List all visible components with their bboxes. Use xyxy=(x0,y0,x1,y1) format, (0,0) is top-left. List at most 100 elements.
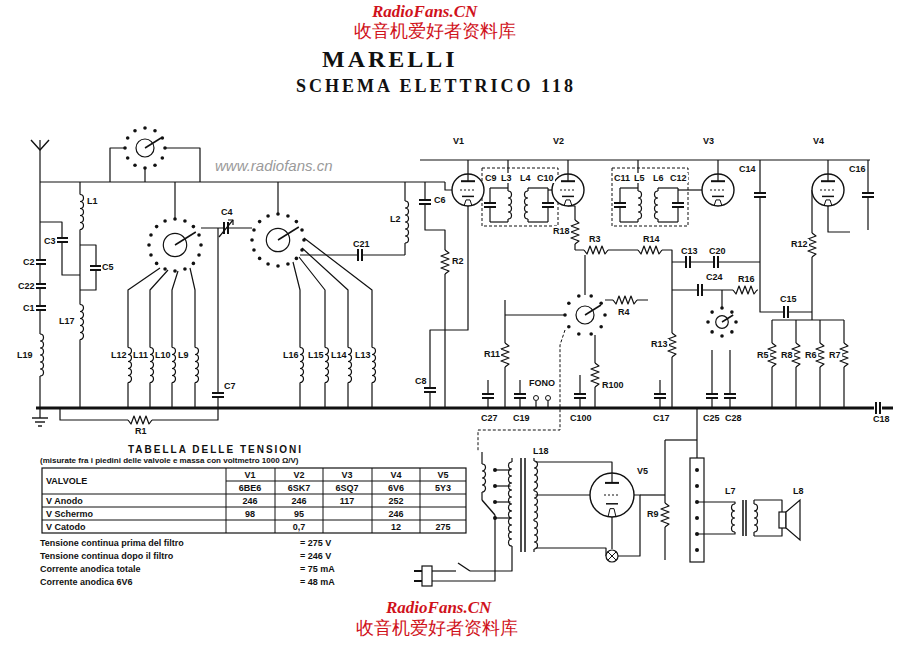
resistor-symbol xyxy=(638,246,662,254)
tube-envelope xyxy=(552,174,584,206)
switch-contact xyxy=(286,214,290,218)
switch-contact xyxy=(123,146,127,150)
watermark: www.radiofans.cn xyxy=(215,158,333,175)
table-cell: 6SQ7 xyxy=(335,483,358,493)
tube-cathode xyxy=(822,196,834,198)
table-cell: V1 xyxy=(244,470,255,480)
wire-gap xyxy=(754,194,766,197)
transformer-core xyxy=(524,458,526,552)
capacitor-symbol xyxy=(862,196,874,198)
capacitor-symbol xyxy=(689,256,691,268)
switch-contact xyxy=(161,136,165,140)
wire-gap xyxy=(359,249,362,261)
tube-anode-lead xyxy=(567,174,568,181)
table-cell: 117 xyxy=(340,496,355,506)
wire-gap xyxy=(34,307,46,310)
part-label: C2 xyxy=(22,257,36,267)
part-label: C7 xyxy=(223,381,237,391)
part-label: R6 xyxy=(804,350,818,360)
wire xyxy=(128,268,160,408)
part-label: C12 xyxy=(669,173,688,183)
table-cell: 6BE6 xyxy=(239,483,262,493)
coil-symbol xyxy=(325,348,329,383)
table-cell: V Catodo xyxy=(46,522,86,532)
part-label: C16 xyxy=(848,164,867,174)
switch-contact xyxy=(300,228,304,232)
part-label: R9 xyxy=(646,509,660,519)
wire-gap xyxy=(877,402,880,414)
capacitor-symbol xyxy=(574,393,586,395)
switch-wiper xyxy=(175,232,196,245)
tube-envelope xyxy=(452,174,484,206)
tube-anode-lead xyxy=(611,473,612,483)
wire xyxy=(711,350,712,408)
table-cell: 12 xyxy=(391,522,401,532)
part-label: L19 xyxy=(16,350,34,360)
plug-prong xyxy=(414,570,422,572)
part-label: L2 xyxy=(389,214,402,224)
part-label: C20 xyxy=(708,246,727,256)
wire xyxy=(665,439,697,440)
switch-contact xyxy=(153,164,157,168)
wire xyxy=(470,552,512,571)
wire-gap xyxy=(614,204,626,207)
switch-contact xyxy=(706,320,710,324)
part-label: L10 xyxy=(154,350,172,360)
wire-gap xyxy=(785,306,788,318)
diagram-title: SCHEMA ELETTRICO 118 xyxy=(296,76,576,97)
junction-dot xyxy=(695,500,699,504)
part-label: V2 xyxy=(552,136,565,146)
wire xyxy=(717,160,718,174)
part-label: C100 xyxy=(569,413,593,423)
coil-symbol xyxy=(482,464,486,492)
table-cell: 95 xyxy=(294,509,304,519)
part-label: R2 xyxy=(451,256,465,266)
part-label: C15 xyxy=(779,294,798,304)
wire xyxy=(490,187,508,188)
wire xyxy=(678,189,702,190)
coil-symbol xyxy=(534,461,538,489)
wire xyxy=(432,515,495,581)
switch-contact xyxy=(149,253,153,257)
wire xyxy=(721,290,722,308)
switch-contact xyxy=(563,313,567,317)
resistor-symbol xyxy=(733,286,757,294)
table-cell: 246 xyxy=(242,496,257,506)
capacitor-symbol xyxy=(424,391,436,393)
wire xyxy=(534,548,606,556)
capacitor-symbol xyxy=(706,397,718,399)
coil-symbol xyxy=(525,191,529,219)
switch-wiper xyxy=(722,315,733,322)
wire xyxy=(165,148,200,182)
resistor-symbol xyxy=(584,246,608,254)
switch-contact xyxy=(577,332,581,336)
coil-symbol xyxy=(40,334,44,376)
watermark: RadioFans.CN xyxy=(372,2,477,21)
wire xyxy=(535,401,536,408)
table-cell: V4 xyxy=(390,470,401,480)
wire xyxy=(39,140,40,408)
table-title: TABELLA DELLE TENSIONI xyxy=(128,444,303,455)
wire-gap xyxy=(424,389,436,392)
wire xyxy=(420,159,870,160)
switch-contact xyxy=(183,219,187,223)
part-label: V5 xyxy=(636,466,649,476)
tube-grid xyxy=(460,190,476,191)
switch-contact xyxy=(710,330,714,334)
coil-symbol xyxy=(372,348,376,383)
wire-gap xyxy=(500,343,510,367)
wire xyxy=(640,494,665,495)
capacitor-symbol xyxy=(685,256,687,268)
part-label: C9 xyxy=(484,173,498,183)
capacitor-symbol xyxy=(697,284,699,296)
if-can-shield xyxy=(482,168,558,226)
switch-contact xyxy=(133,129,137,133)
wire xyxy=(144,168,145,182)
capacitor-symbol xyxy=(614,202,626,204)
junction-dot xyxy=(695,516,699,520)
switch-contact xyxy=(589,294,593,298)
part-label: C5 xyxy=(101,262,115,272)
antenna-symbol xyxy=(31,140,49,150)
table-cell: 5Y3 xyxy=(435,483,451,493)
part-label: R12 xyxy=(790,239,809,249)
